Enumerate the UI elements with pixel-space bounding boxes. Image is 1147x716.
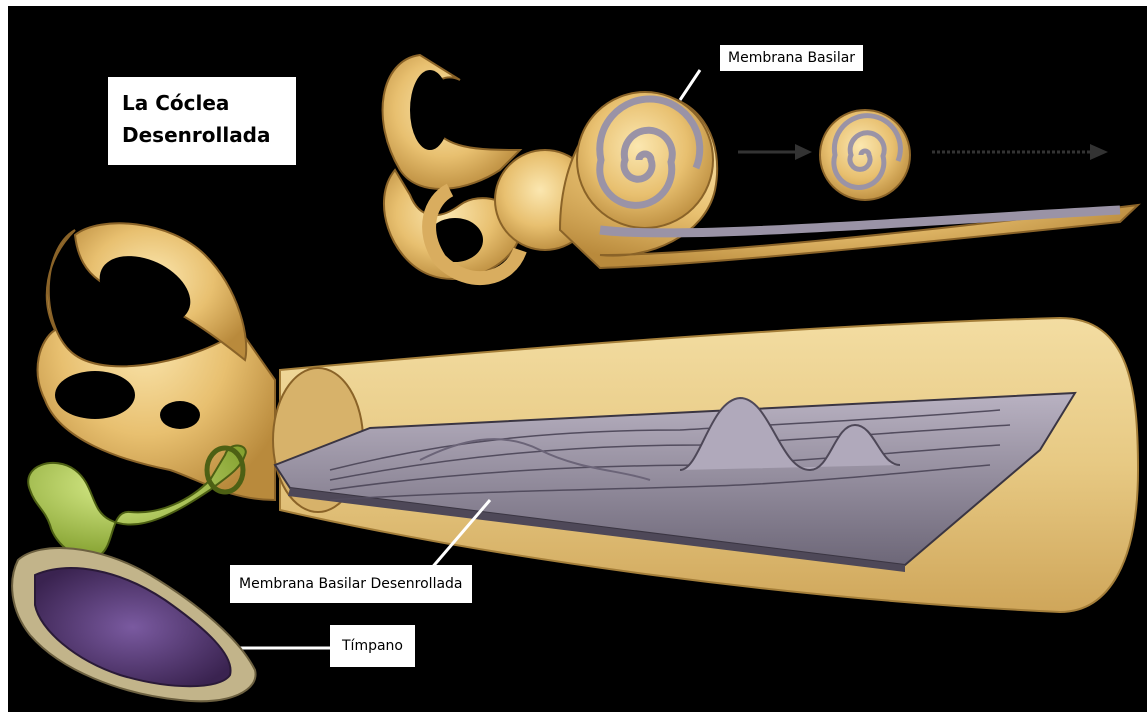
label-unrolled-basilar-membrane: Membrana Basilar Desenrollada bbox=[230, 565, 472, 603]
title-line-1: La Cóclea bbox=[122, 87, 296, 119]
diagram-title: La Cóclea Desenrollada bbox=[108, 77, 296, 165]
title-line-2: Desenrollada bbox=[122, 119, 296, 151]
label-basilar-membrane: Membrana Basilar bbox=[720, 45, 863, 71]
label-eardrum: Tímpano bbox=[330, 625, 415, 667]
